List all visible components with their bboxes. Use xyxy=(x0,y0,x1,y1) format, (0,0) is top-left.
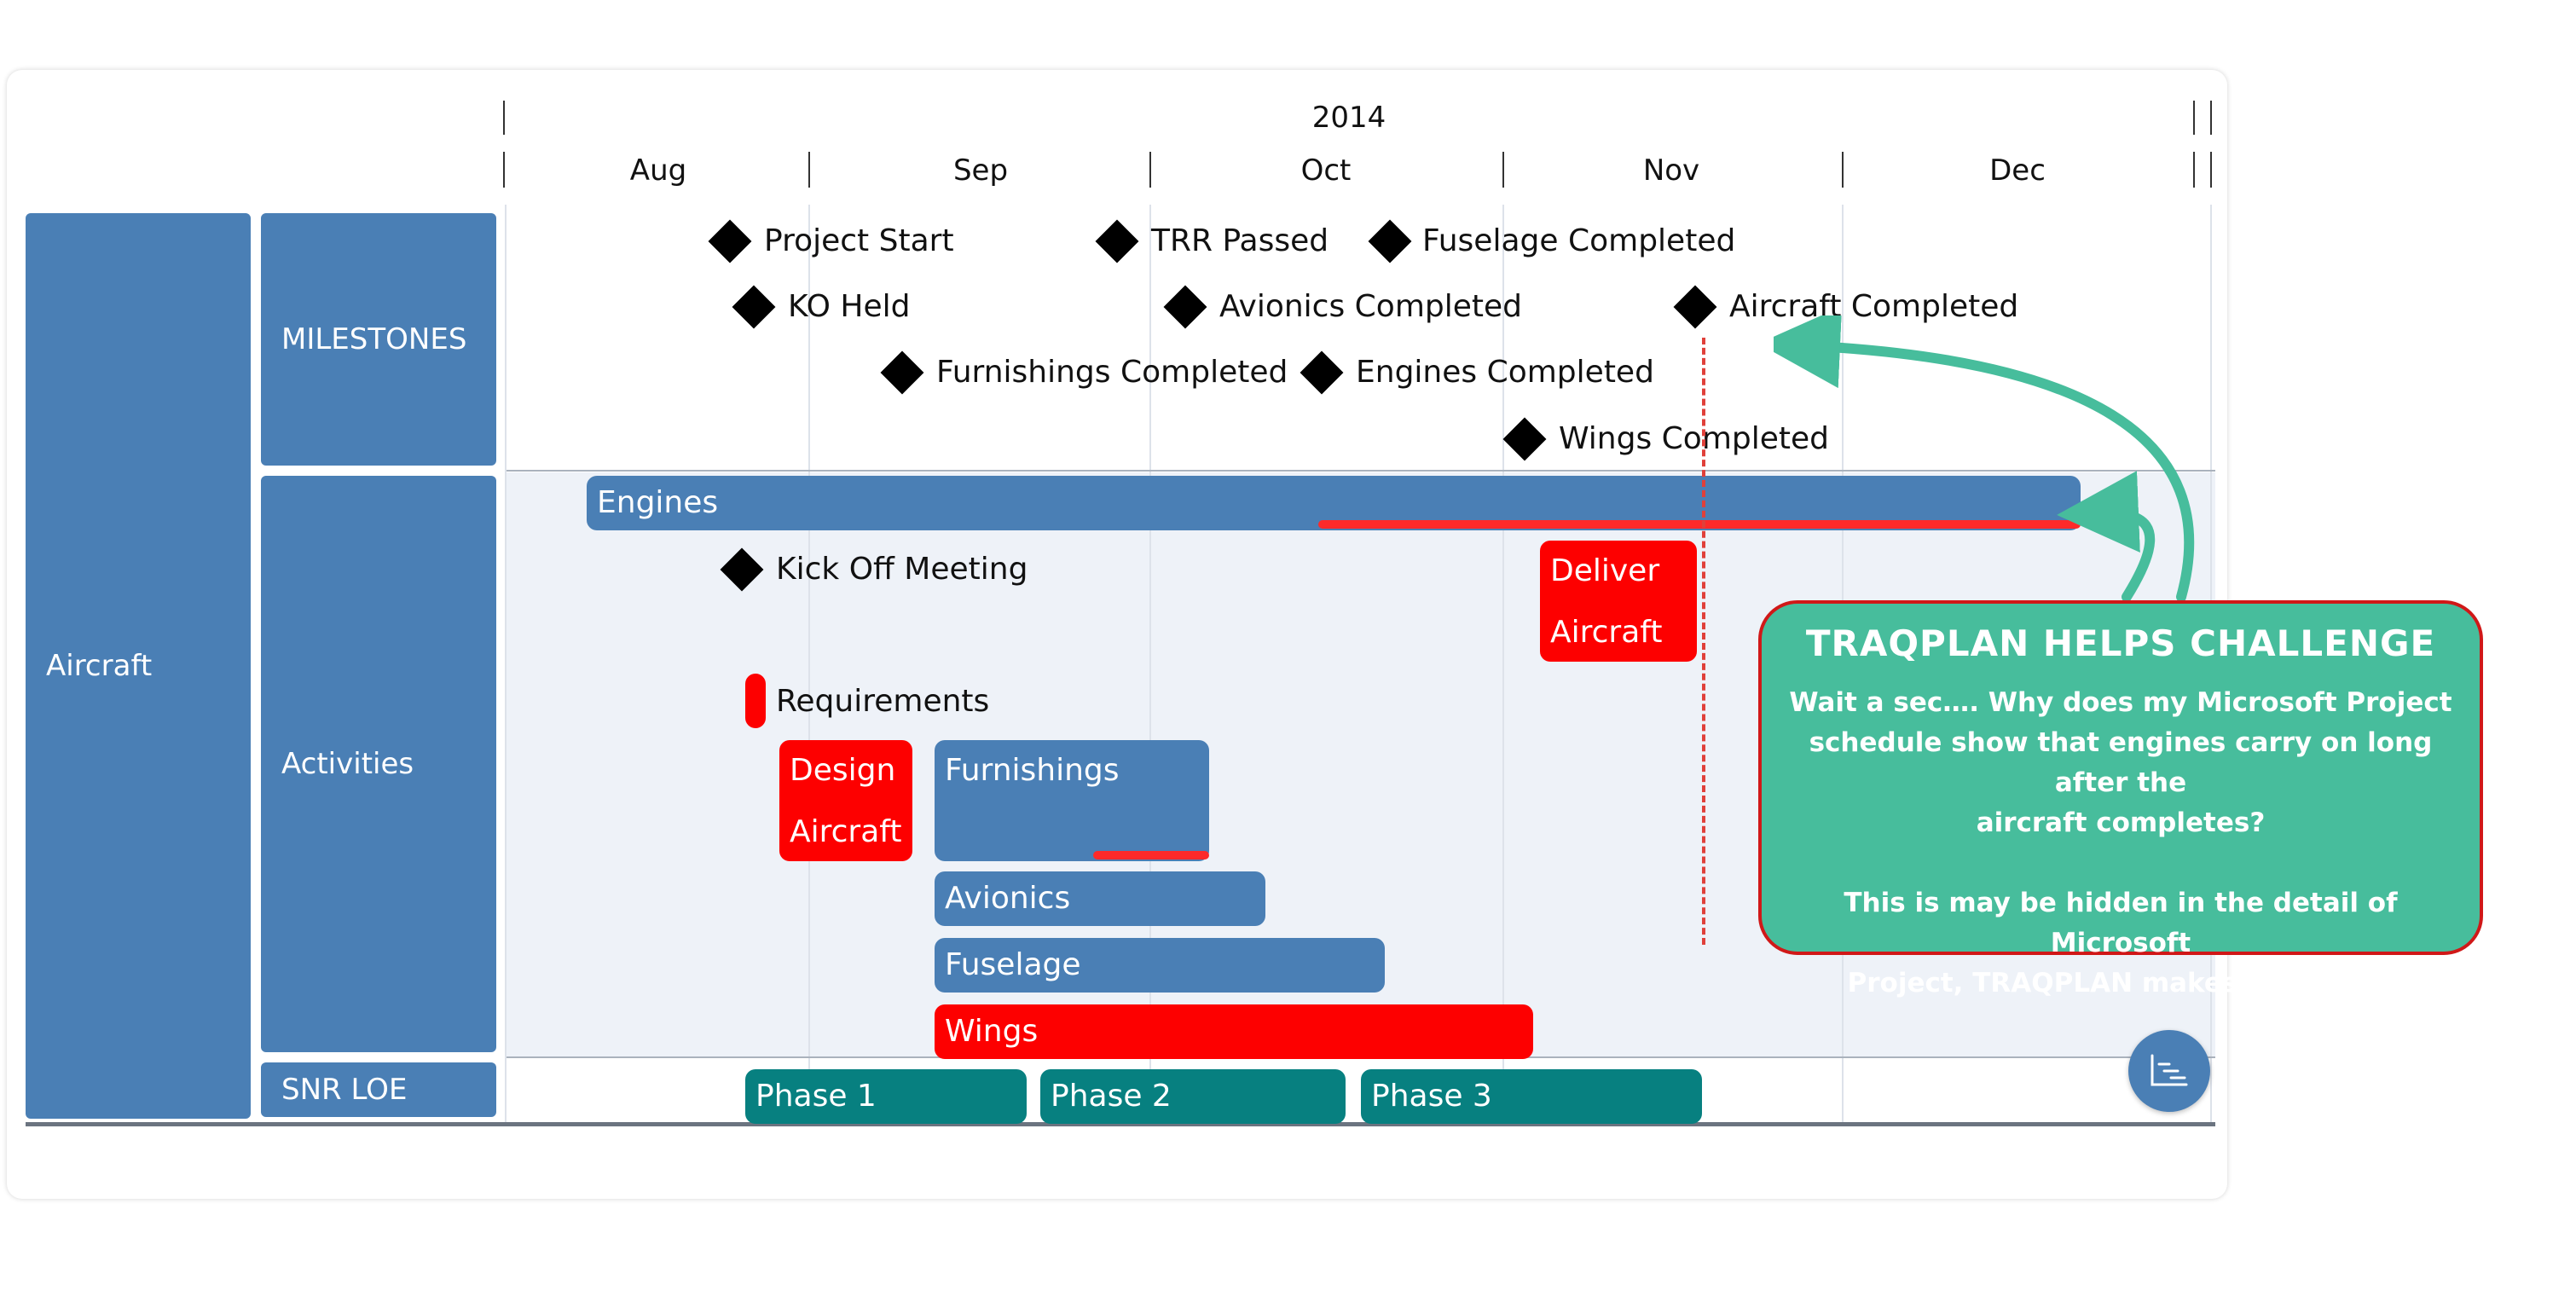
callout-arrows xyxy=(1774,315,2195,602)
bar-phase-2-label: Phase 2 xyxy=(1051,1079,1172,1114)
month-nov: Nov xyxy=(1642,153,1700,188)
arrow-to-aircraft-completed xyxy=(1774,315,2195,602)
month-divider xyxy=(1149,152,1151,188)
bar-phase-3[interactable]: Phase 3 xyxy=(1361,1069,1702,1124)
bar-wings-label: Wings xyxy=(945,1014,1039,1049)
month-divider xyxy=(2193,152,2195,188)
bar-requirements-label: Requirements xyxy=(776,684,990,719)
row-label-aircraft-text: Aircraft xyxy=(46,649,153,683)
header-divider xyxy=(503,101,505,135)
bar-phase-3-label: Phase 3 xyxy=(1371,1079,1492,1114)
month-oct: Oct xyxy=(1300,153,1352,188)
month-divider xyxy=(808,152,810,188)
callout-line: aircraft completes? xyxy=(1976,807,2266,838)
gridline xyxy=(1149,205,1151,1126)
month-dec: Dec xyxy=(1989,153,2046,188)
row-label-milestones-text: MILESTONES xyxy=(281,322,467,356)
row-label-milestones: MILESTONES xyxy=(261,213,496,466)
callout-title: TRAQPLAN HELPS CHALLENGE xyxy=(1805,622,2436,664)
row-separator xyxy=(507,470,2215,472)
furnishings-overrun-line xyxy=(1093,851,1209,859)
bar-deliver-label-line2: Aircraft xyxy=(1550,615,1663,650)
bar-phase-2[interactable]: Phase 2 xyxy=(1040,1069,1346,1124)
gantt-view-button[interactable] xyxy=(2128,1030,2210,1112)
bar-design-label-line2: Aircraft xyxy=(790,814,902,849)
row-label-snr-loe-text: SNR LOE xyxy=(281,1073,408,1107)
callout-line: Project, TRAQPLAN makes it obvious xyxy=(1847,968,2394,998)
chart-bottom-border xyxy=(26,1122,2215,1126)
month-aug: Aug xyxy=(629,153,687,188)
traqplan-callout: TRAQPLAN HELPS CHALLENGE Wait a sec…. Wh… xyxy=(1758,600,2483,998)
callout-spacer xyxy=(1777,843,2464,883)
milestone-label: KO Held xyxy=(788,289,911,324)
bar-wings[interactable]: Wings xyxy=(935,1004,1533,1059)
month-divider xyxy=(503,152,505,188)
year-label: 2014 xyxy=(1311,101,1386,135)
bar-design-aircraft[interactable]: Design Aircraft xyxy=(779,740,912,861)
gridline xyxy=(505,205,507,1126)
month-divider xyxy=(1842,152,1844,188)
callout-line: schedule show that engines carry on long… xyxy=(1809,727,2433,798)
gridline xyxy=(808,205,810,1126)
aircraft-completed-marker xyxy=(1702,338,1705,945)
header-divider xyxy=(2193,101,2195,135)
bar-engines-label: Engines xyxy=(597,485,719,520)
milestone-label: TRR Passed xyxy=(1151,223,1329,258)
milestone-label: Furnishings Completed xyxy=(936,355,1288,390)
row-label-aircraft: Aircraft xyxy=(26,213,251,1119)
bar-phase-1-label: Phase 1 xyxy=(755,1079,877,1114)
bar-avionics[interactable]: Avionics xyxy=(935,871,1265,926)
gantt-chart-icon xyxy=(2151,1054,2188,1086)
bar-fuselage-label: Fuselage xyxy=(945,947,1081,982)
milestone-label: Fuselage Completed xyxy=(1422,223,1736,258)
arrow-to-engines-end xyxy=(2057,471,2156,602)
bar-deliver-label-line1: Deliver xyxy=(1550,553,1660,588)
callout-line: This is may be hidden in the detail of M… xyxy=(1844,888,2398,958)
bar-avionics-label: Avionics xyxy=(945,881,1071,916)
bar-design-label-line1: Design xyxy=(790,753,896,788)
row-label-activities-text: Activities xyxy=(281,747,414,781)
bar-fuselage[interactable]: Fuselage xyxy=(935,938,1385,993)
bar-deliver-aircraft[interactable]: Deliver Aircraft xyxy=(1540,541,1697,662)
bar-requirements[interactable] xyxy=(745,674,766,728)
bar-furnishings[interactable]: Furnishings xyxy=(935,740,1209,861)
milestone-label: Project Start xyxy=(764,223,954,258)
milestone-label: Engines Completed xyxy=(1356,355,1654,390)
milestone-label: Avionics Completed xyxy=(1219,289,1523,324)
milestone-label: Kick Off Meeting xyxy=(776,552,1028,587)
month-sep: Sep xyxy=(952,153,1009,188)
milestone-label: Wings Completed xyxy=(1559,421,1830,456)
header-divider xyxy=(2210,101,2212,135)
callout-body: Wait a sec…. Why does my Microsoft Proje… xyxy=(1762,683,2480,1004)
month-divider xyxy=(1502,152,1504,188)
engines-overrun-line xyxy=(1318,520,2081,529)
month-divider xyxy=(2210,152,2212,188)
row-label-snr-loe: SNR LOE xyxy=(261,1062,496,1117)
callout-line: Wait a sec…. Why does my Microsoft Proje… xyxy=(1789,687,2452,718)
bar-phase-1[interactable]: Phase 1 xyxy=(745,1069,1027,1124)
gridline xyxy=(1502,205,1504,1126)
bar-furnishings-label: Furnishings xyxy=(945,753,1120,788)
row-label-activities: Activities xyxy=(261,476,496,1052)
